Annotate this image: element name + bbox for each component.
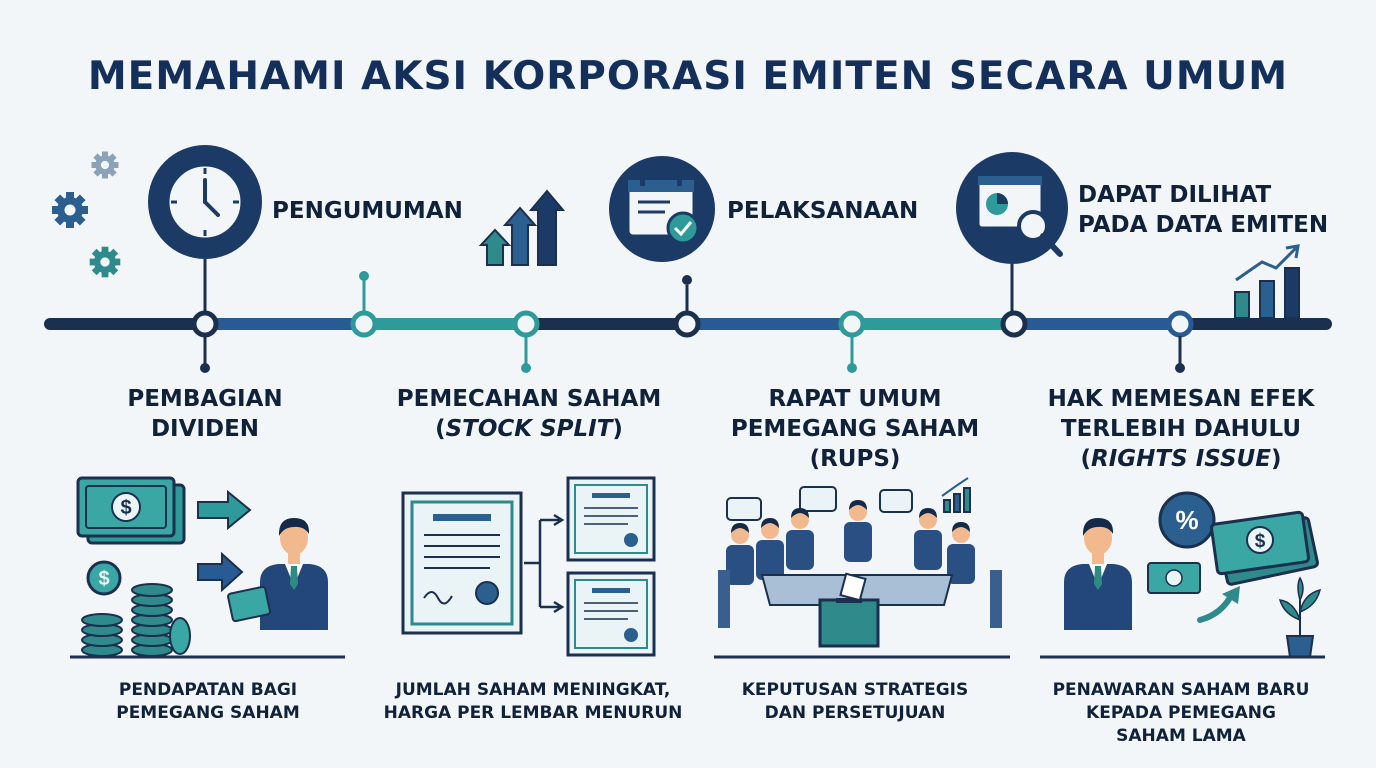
businessman-illustration-right bbox=[1064, 518, 1132, 630]
caption-stock-split: JUMLAH SAHAM MENINGKAT, HARGA PER LEMBAR… bbox=[368, 679, 698, 725]
clock-icon bbox=[148, 145, 262, 259]
banknote-stack-icon bbox=[1209, 510, 1319, 586]
meeting-scene bbox=[714, 477, 1010, 659]
mini-chart-icon bbox=[941, 477, 971, 513]
category-dividend: PEMBAGIAN DIVIDEN bbox=[55, 384, 355, 444]
category-rights-issue-line1: HAK MEMESAN EFEK bbox=[1047, 386, 1315, 412]
timeline-nodes bbox=[191, 310, 1194, 338]
certificate-icon-small-top bbox=[566, 476, 656, 562]
stock-split-term: STOCK SPLIT bbox=[445, 416, 613, 442]
timeline-label-data-line2: PADA DATA EMITEN bbox=[1078, 212, 1329, 238]
category-rups: RAPAT UMUM PEMEGANG SAHAM (RUPS) bbox=[705, 384, 1005, 474]
category-rups-line2: PEMEGANG SAHAM bbox=[730, 416, 980, 442]
bar-chart-growth-icon bbox=[1234, 244, 1300, 319]
caption-stock-split-line1: JUMLAH SAHAM MENINGKAT, bbox=[395, 680, 671, 700]
caption-rights-issue-line3: SAHAM LAMA bbox=[1116, 726, 1246, 746]
caption-rups-line2: DAN PERSETUJUAN bbox=[764, 703, 946, 723]
stock-split-scene bbox=[401, 476, 656, 657]
timeline-label-announcement: PENGUMUMAN bbox=[272, 198, 463, 224]
coin-stacks-icon bbox=[81, 583, 191, 657]
certificate-icon-large bbox=[401, 491, 523, 635]
caption-dividend-line1: PENDAPATAN BAGI bbox=[118, 680, 298, 700]
plant-icon bbox=[1278, 576, 1322, 658]
calendar-check-icon bbox=[609, 156, 715, 262]
caption-dividend-line2: PEMEGANG SAHAM bbox=[116, 703, 300, 723]
paren-open: ( bbox=[435, 416, 446, 442]
businessman-illustration bbox=[227, 518, 328, 630]
percent-icon: % bbox=[1175, 505, 1198, 535]
page-title: MEMAHAMI AKSI KORPORASI EMITEN SECARA UM… bbox=[87, 54, 1289, 99]
split-arrows bbox=[524, 513, 565, 614]
certificate-icon-small-bottom bbox=[566, 571, 656, 657]
caption-rups-line1: KEPUTUSAN STRATEGIS bbox=[741, 680, 969, 700]
banknote-small-icon bbox=[1147, 562, 1201, 594]
category-rights-issue: HAK MEMESAN EFEK TERLEBIH DAHULU (RIGHTS… bbox=[1031, 384, 1331, 474]
caption-rups: KEPUTUSAN STRATEGIS DAN PERSETUJUAN bbox=[690, 679, 1020, 725]
timeline-label-data-line1: DAPAT DILIHAT bbox=[1078, 182, 1272, 208]
category-dividend-line1: PEMBAGIAN bbox=[127, 386, 283, 412]
category-stock-split-line1: PEMECAHAN SAHAM bbox=[396, 386, 662, 412]
caption-rights-issue: PENAWARAN SAHAM BARU KEPADA PEMEGANG SAH… bbox=[1016, 679, 1346, 748]
banknote-icon bbox=[76, 476, 186, 545]
gear-icon-small-bottom bbox=[89, 246, 121, 278]
arrow-right-icon bbox=[197, 489, 252, 593]
growth-arrows-icon bbox=[478, 189, 566, 266]
report-magnifier-icon bbox=[956, 152, 1068, 264]
percent-badge-icon bbox=[1158, 491, 1216, 549]
gear-icon-small-top bbox=[91, 151, 119, 179]
speech-bubble-icon bbox=[726, 486, 913, 521]
caption-rights-issue-line2: KEPADA PEMEGANG bbox=[1086, 703, 1276, 723]
timeline-label-data: DAPAT DILIHAT PADA DATA EMITEN bbox=[1078, 180, 1328, 240]
category-stock-split: PEMECAHAN SAHAM (STOCK SPLIT) bbox=[379, 384, 679, 444]
rights-issue-scene bbox=[1040, 491, 1325, 659]
paren-close: ) bbox=[1270, 446, 1282, 472]
ballot-box-icon bbox=[818, 572, 880, 648]
timeline-stems bbox=[200, 271, 1185, 373]
caption-dividend: PENDAPATAN BAGI PEMEGANG SAHAM bbox=[43, 679, 373, 725]
paren-open: ( bbox=[1080, 446, 1092, 472]
caption-stock-split-line2: HARGA PER LEMBAR MENURUN bbox=[383, 703, 683, 723]
gear-icon-large bbox=[52, 192, 88, 228]
coin-icon bbox=[86, 560, 122, 596]
category-rights-issue-line3: (RIGHTS ISSUE) bbox=[1031, 444, 1331, 474]
paren-close: ) bbox=[612, 416, 623, 442]
category-rups-line1: RAPAT UMUM bbox=[768, 386, 942, 412]
dividend-scene bbox=[70, 476, 345, 659]
curved-arrow-icon bbox=[1197, 586, 1240, 623]
timeline-label-execution: PELAKSANAAN bbox=[727, 198, 919, 224]
category-dividend-line2: DIVIDEN bbox=[150, 416, 260, 442]
dollar-icon-note: $ bbox=[120, 497, 131, 519]
category-stock-split-line2: (STOCK SPLIT) bbox=[379, 414, 679, 444]
rights-issue-term: RIGHTS ISSUE bbox=[1091, 446, 1271, 472]
category-rights-issue-line2: TERLEBIH DAHULU bbox=[1060, 416, 1302, 442]
dollar-icon-stack: $ bbox=[1255, 531, 1266, 552]
dollar-icon-coin: $ bbox=[98, 568, 109, 590]
category-rups-line3: (RUPS) bbox=[809, 446, 901, 472]
caption-rights-issue-line1: PENAWARAN SAHAM BARU bbox=[1052, 680, 1310, 700]
